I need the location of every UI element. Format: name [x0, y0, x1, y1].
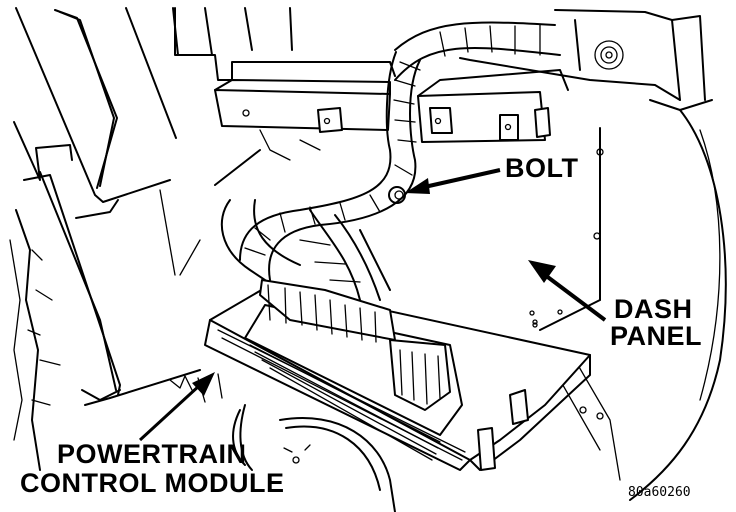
dash-panel-callout-label-line1: DASH — [614, 294, 693, 324]
bolt-arrow-shaft — [419, 168, 501, 190]
dash-panel-arrow-shaft — [543, 273, 607, 322]
pcm-arrow-head — [192, 372, 215, 396]
callout-arrows — [138, 168, 607, 442]
bolt-graphic — [388, 186, 406, 204]
floor-structure — [169, 373, 396, 512]
bolt-arrow-head — [405, 178, 430, 194]
powertrain-control-module — [204, 279, 601, 471]
figure-id: 80a60260 — [628, 485, 691, 500]
dash-panel-callout-label-line2: PANEL — [610, 321, 703, 351]
upper-dash-bracket — [174, 7, 713, 143]
pcm-callout-label-line1: POWERTRAIN — [57, 439, 247, 469]
dash-panel-arrow-head — [528, 260, 556, 283]
left-trim-panel — [9, 7, 201, 471]
pcm-arrow-shaft — [138, 383, 202, 442]
pcm-callout-label-line2: CONTROL MODULE — [20, 468, 285, 498]
bolt-callout-label: BOLT — [505, 153, 579, 183]
dash-panel — [214, 109, 727, 501]
wiring-harness — [220, 21, 561, 301]
